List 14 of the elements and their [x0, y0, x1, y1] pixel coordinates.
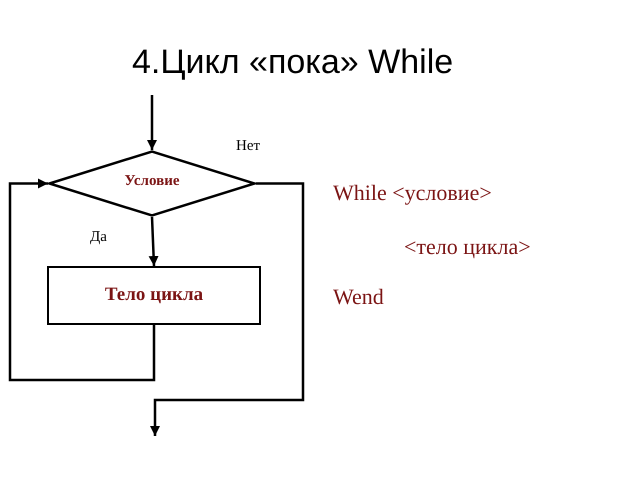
code-line: <тело цикла>	[404, 234, 531, 260]
process-box	[47, 266, 261, 325]
slide-title: 4.Цикл «пока» While	[132, 42, 454, 82]
flow-arrow	[148, 216, 159, 266]
flow-arrow	[150, 182, 304, 436]
decision-diamond	[48, 150, 256, 217]
code-line: While <условие>	[333, 180, 492, 206]
flow-arrow	[8, 178, 156, 382]
node-text: Тело цикла	[104, 283, 204, 308]
code-line: Wend	[333, 284, 384, 310]
edge-label: Да	[90, 228, 107, 246]
flow-arrow	[147, 95, 157, 150]
node-text: Условие	[124, 172, 180, 192]
edge-label: Нет	[236, 137, 260, 155]
